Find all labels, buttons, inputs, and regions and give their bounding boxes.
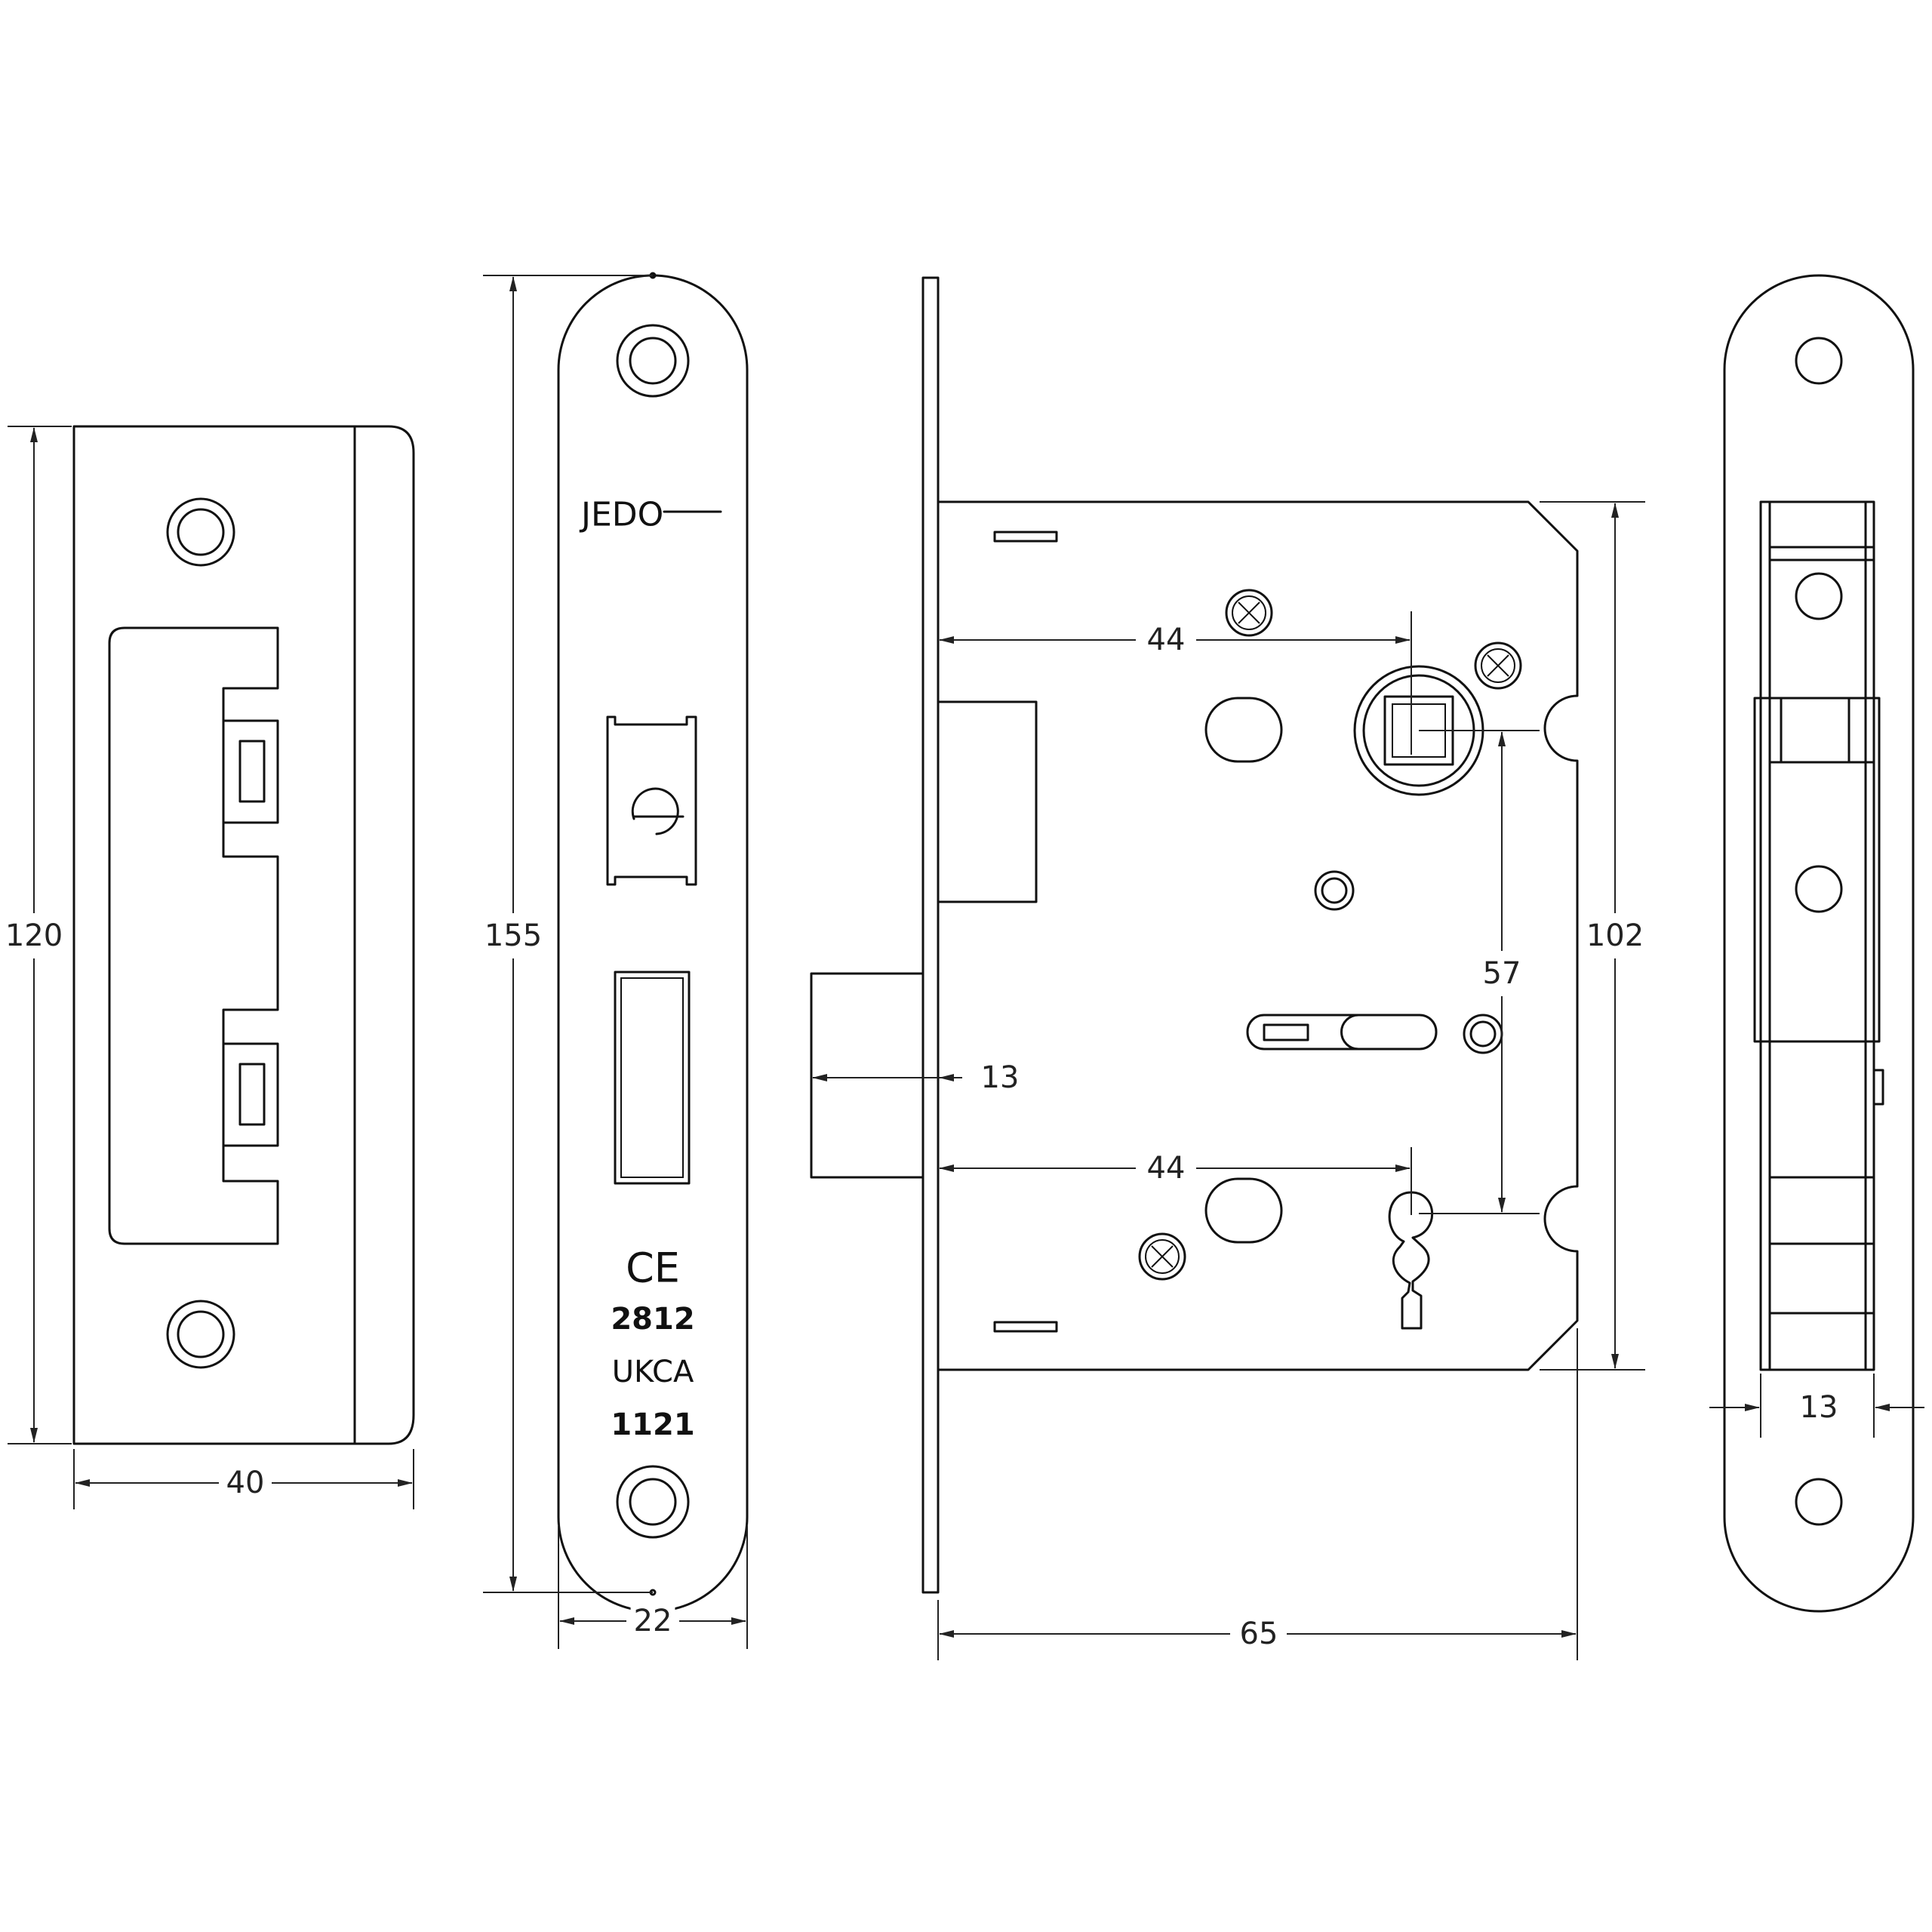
dim-forend-height: 155 <box>481 275 653 1593</box>
ukca-body-number: 1121 <box>611 1407 694 1442</box>
dim-centres: 57 <box>1419 730 1540 1214</box>
svg-text:22: 22 <box>634 1604 672 1638</box>
svg-text:155: 155 <box>485 918 542 953</box>
latch-bolt <box>810 972 924 1179</box>
svg-text:65: 65 <box>1240 1617 1278 1651</box>
notified-body-number: 2812 <box>611 1302 694 1337</box>
lower-slot <box>1204 1177 1283 1244</box>
svg-text:120: 120 <box>5 918 63 953</box>
deadbolt <box>937 700 1038 903</box>
certification-marks: CE 2812 UKCA 1121 <box>611 1244 694 1443</box>
forend-plate-view <box>557 272 749 1613</box>
screw-head <box>1225 589 1273 637</box>
screw-head <box>1474 641 1522 690</box>
lock-edge-view <box>1723 274 1915 1613</box>
rivet <box>1314 870 1355 911</box>
ce-mark: CE <box>626 1244 680 1292</box>
dim-spindle-backset: 44 <box>939 611 1412 755</box>
screw-head <box>1138 1232 1186 1281</box>
dim-case-depth: 65 <box>937 1328 1578 1660</box>
dim-keyhole-backset: 44 <box>939 1147 1412 1215</box>
svg-text:44: 44 <box>1147 1151 1186 1186</box>
lock-case-side-view <box>810 276 1579 1594</box>
dim-forend-width: 22 <box>558 1524 748 1649</box>
svg-text:13: 13 <box>981 1060 1020 1095</box>
svg-text:102: 102 <box>1586 918 1644 953</box>
svg-text:13: 13 <box>1800 1390 1838 1425</box>
strike-plate-view <box>72 425 415 1445</box>
case-outline <box>937 500 1579 1371</box>
svg-text:57: 57 <box>1483 956 1521 991</box>
slide-slot <box>1246 1014 1438 1051</box>
ukca-mark: UKCA <box>612 1355 694 1389</box>
brand-logo: JEDO <box>579 496 722 534</box>
dim-case-thickness: 13 <box>1709 1374 1924 1438</box>
dim-strike-height: 120 <box>2 426 72 1444</box>
svg-text:44: 44 <box>1147 623 1186 657</box>
forend-edge <box>921 276 940 1594</box>
keyhole <box>1388 1191 1434 1330</box>
svg-text:40: 40 <box>226 1466 265 1500</box>
dim-latch-throw: 13 <box>812 1059 1023 1097</box>
dim-strike-width: 40 <box>73 1449 414 1509</box>
svg-text:JEDO: JEDO <box>579 496 663 534</box>
upper-slot <box>1204 697 1283 763</box>
dim-case-height: 102 <box>1540 501 1647 1371</box>
